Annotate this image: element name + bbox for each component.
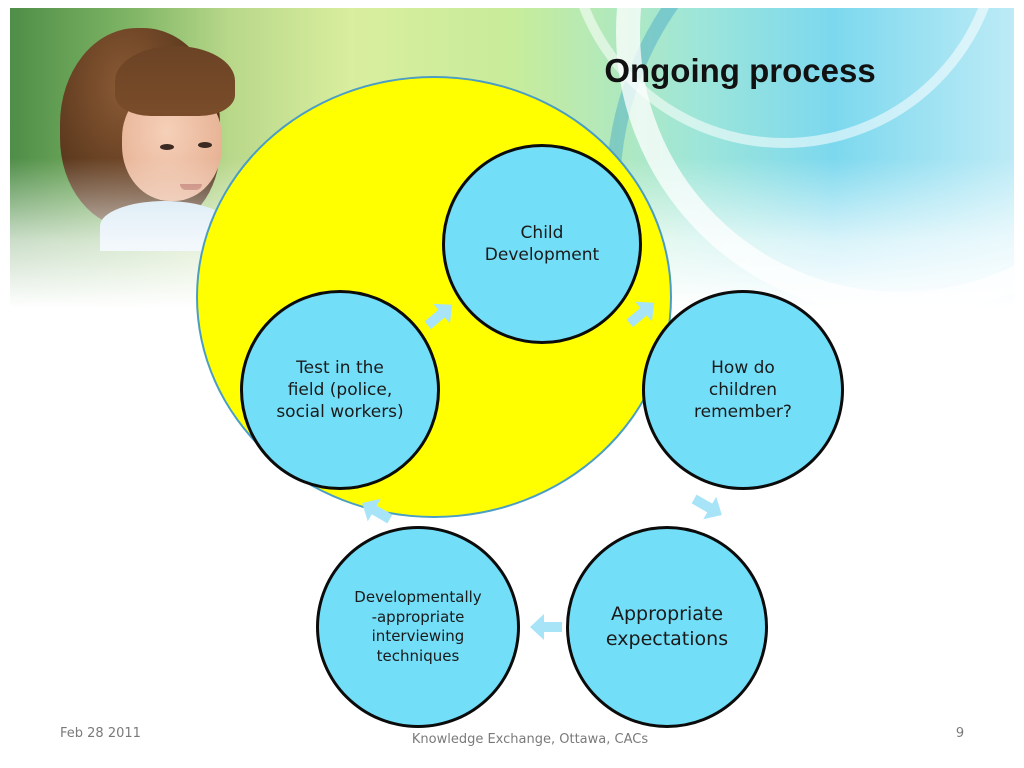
cycle-arrow-1: [626, 301, 655, 328]
node-label: Developmentally -appropriate interviewin…: [354, 588, 482, 665]
footer-date: Feb 28 2011: [60, 726, 141, 741]
footer-center-text: Knowledge Exchange, Ottawa, CACs: [411, 732, 649, 747]
node-test-in-field: Test in the field (police, social worker…: [240, 290, 440, 490]
node-interviewing-techniques: Developmentally -appropriate interviewin…: [316, 526, 520, 728]
node-child-development: Child Development: [442, 144, 642, 344]
cycle-arrow-4: [362, 498, 393, 524]
footer-page-number: 9: [955, 726, 965, 741]
cycle-arrow-3: [530, 614, 562, 640]
slide-title: Ongoing process: [604, 52, 876, 89]
node-label: How do children remember?: [694, 357, 792, 423]
node-label: Child Development: [484, 222, 600, 265]
cycle-arrow-2: [691, 494, 722, 520]
node-how-do-children-remember: How do children remember?: [642, 290, 844, 490]
node-label: Appropriate expectations: [605, 603, 729, 650]
cycle-arrow-5: [424, 303, 453, 330]
node-label: Test in the field (police, social worker…: [276, 357, 404, 423]
node-appropriate-expectations: Appropriate expectations: [566, 526, 768, 728]
